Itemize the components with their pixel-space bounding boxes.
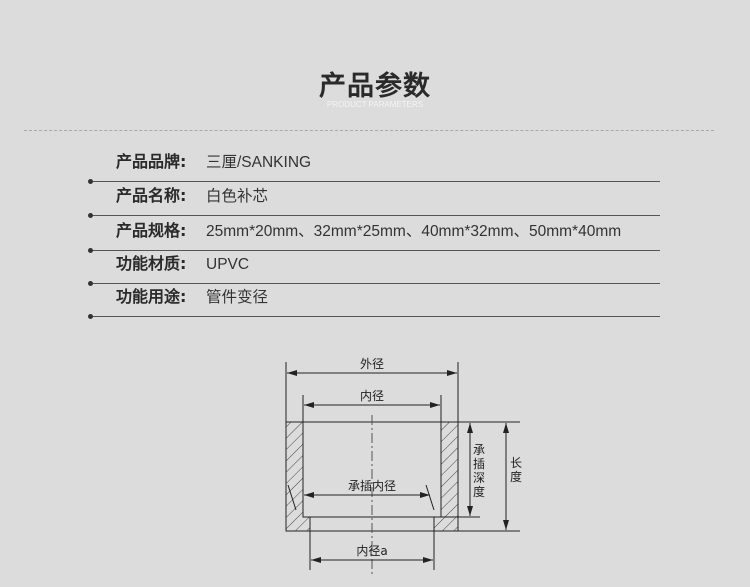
divider — [24, 130, 714, 131]
param-label: 功能材质: — [116, 254, 187, 273]
param-value: 三厘/SANKING — [206, 154, 312, 171]
page-subtitle: PRODUCT PARAMETERS — [326, 100, 424, 109]
param-row-spec: 产品规格: 25mm*20mm、32mm*25mm、40mm*32mm、50mm… — [88, 216, 660, 253]
length-label: 长 — [510, 456, 522, 470]
param-row-name: 产品名称: 白色补芯 — [88, 181, 660, 218]
length-label: 度 — [510, 469, 522, 484]
param-value: 白色补芯 — [206, 188, 269, 205]
param-label: 产品规格: — [116, 221, 187, 240]
param-row-material: 功能材质: UPVC — [88, 249, 660, 286]
param-value: 管件变径 — [206, 289, 269, 306]
inner-diameter-a-label: 内径a — [356, 544, 387, 558]
socket-depth-label: 插 — [473, 457, 485, 471]
page-title: 产品参数 — [319, 71, 431, 102]
param-label: 产品品牌: — [116, 152, 187, 171]
socket-depth-label: 承 — [473, 443, 485, 457]
param-label: 产品名称: — [116, 186, 187, 205]
socket-inner-diameter-label: 承插内径 — [348, 479, 396, 493]
param-row-use: 功能用途: 管件变径 — [88, 282, 660, 319]
param-value: UPVC — [206, 256, 250, 273]
socket-depth-label: 深 — [473, 471, 485, 485]
param-row-brand: 产品品牌: 三厘/SANKING — [88, 147, 660, 184]
outer-diameter-label: 外径 — [360, 357, 384, 371]
socket-depth-label: 度 — [473, 484, 485, 499]
inner-diameter-label: 内径 — [360, 389, 384, 403]
param-label: 功能用途: — [116, 287, 187, 306]
param-value: 25mm*20mm、32mm*25mm、40mm*32mm、50mm*40mm — [206, 223, 622, 240]
